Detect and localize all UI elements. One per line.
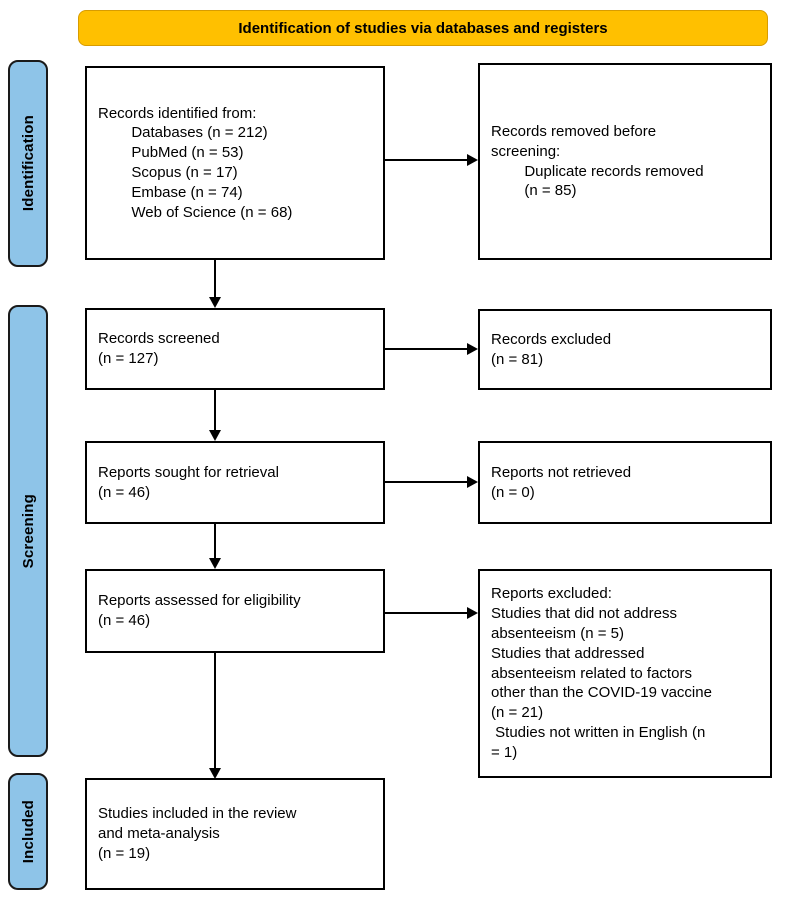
arrow-right-screened-to-excluded-icon (385, 343, 478, 355)
stage-label-screening: Screening (8, 305, 48, 757)
box-records-excluded-text: Records excluded (n = 81) (491, 330, 612, 368)
stage-label-included-text: Included (19, 799, 37, 864)
box-records-identified-text: Records identified from: Databases (n = … (98, 104, 293, 221)
arrow-down-screened-to-sought-icon (209, 390, 221, 441)
stage-label-included: Included (8, 773, 48, 890)
diagram-title: Identification of studies via databases … (238, 19, 608, 37)
stage-label-screening-text: Screening (19, 493, 37, 569)
box-records-removed-text: Records removed before screening: Duplic… (491, 122, 704, 200)
arrow-down-sought-to-assessed-icon (209, 524, 221, 569)
box-reports-assessed-text: Reports assessed for eligibility (n = 46… (98, 592, 301, 629)
box-records-screened: Records screened (n = 127) (85, 308, 385, 390)
box-studies-included: Studies included in the review and meta-… (85, 778, 385, 890)
box-studies-included-text: Studies included in the review and meta-… (98, 805, 297, 862)
box-records-identified: Records identified from: Databases (n = … (85, 66, 385, 260)
box-records-screened-text: Records screened (n = 127) (98, 330, 220, 367)
arrow-right-identified-to-removed-icon (385, 154, 478, 166)
box-records-removed: Records removed before screening: Duplic… (478, 63, 772, 260)
box-reports-sought: Reports sought for retrieval (n = 46) (85, 441, 385, 524)
box-reports-not-retrieved: Reports not retrieved (n = 0) (478, 441, 772, 524)
arrow-down-identified-to-screened-icon (209, 260, 221, 308)
arrow-right-sought-to-not-retrieved-icon (385, 476, 478, 488)
box-records-excluded: Records excluded (n = 81) (478, 309, 772, 390)
diagram-title-banner: Identification of studies via databases … (78, 10, 768, 46)
box-reports-sought-text: Reports sought for retrieval (n = 46) (98, 463, 279, 501)
box-reports-not-retrieved-text: Reports not retrieved (n = 0) (491, 463, 632, 501)
arrow-right-assessed-to-excluded-icon (385, 607, 478, 619)
stage-label-identification: Identification (8, 60, 48, 267)
stage-label-identification-text: Identification (19, 115, 37, 212)
box-reports-excluded: Reports excluded: Studies that did not a… (478, 569, 772, 778)
box-reports-excluded-text: Reports excluded: Studies that did not a… (491, 585, 712, 761)
arrow-down-assessed-to-included-icon (209, 653, 221, 779)
box-reports-assessed: Reports assessed for eligibility (n = 46… (85, 569, 385, 653)
